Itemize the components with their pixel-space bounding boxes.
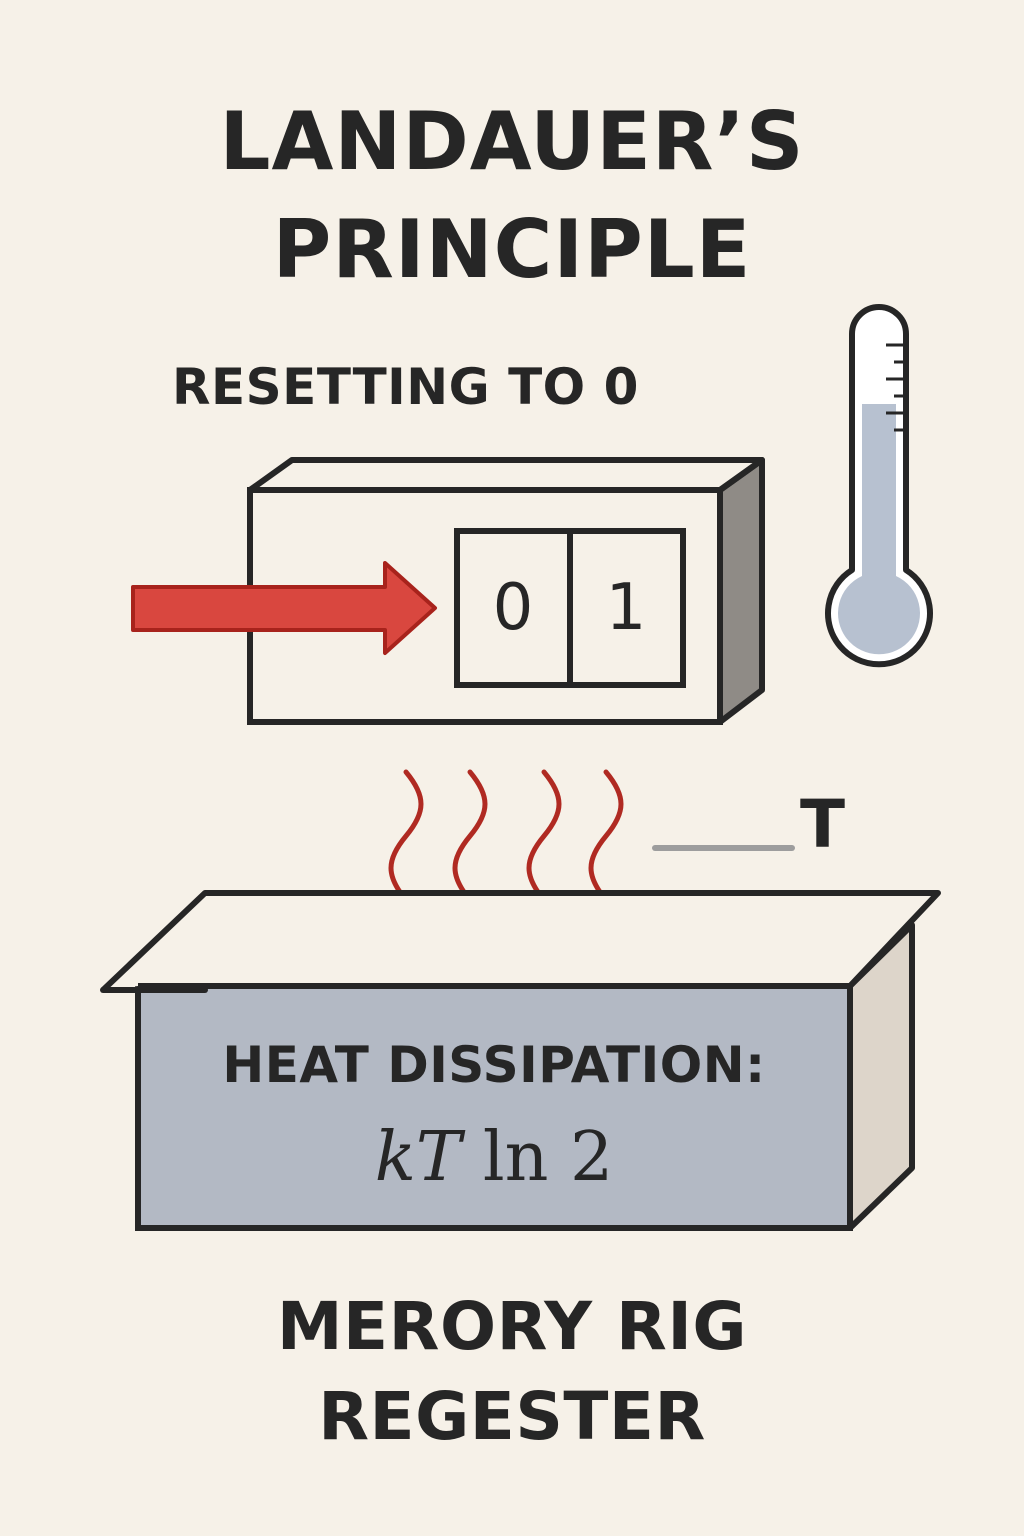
landauer-formula: kT ln 2 [138, 1124, 850, 1192]
heat-bath-box [100, 890, 941, 1231]
bit-cell-0: 0 [492, 571, 534, 645]
caption-line-1: MERORY RIG [276, 1288, 748, 1365]
formula-T: T [415, 1118, 462, 1197]
reset-arrow-icon [131, 561, 437, 655]
bit-cell-1: 1 [605, 571, 647, 645]
title-line-2: PRINCIPLE [272, 203, 752, 296]
caption-line-2: REGESTER [318, 1378, 706, 1455]
subtitle: RESETTING TO 0 [172, 358, 639, 416]
formula-ln2: ln 2 [461, 1118, 614, 1197]
thermometer-icon [825, 304, 933, 668]
formula-k: k [374, 1118, 416, 1197]
bit-cells [454, 528, 686, 688]
title-line-1: LANDAUER’S [219, 95, 805, 188]
temperature-label: T [800, 786, 846, 863]
heat-dissipation-label: HEAT DISSIPATION: [222, 1036, 766, 1094]
